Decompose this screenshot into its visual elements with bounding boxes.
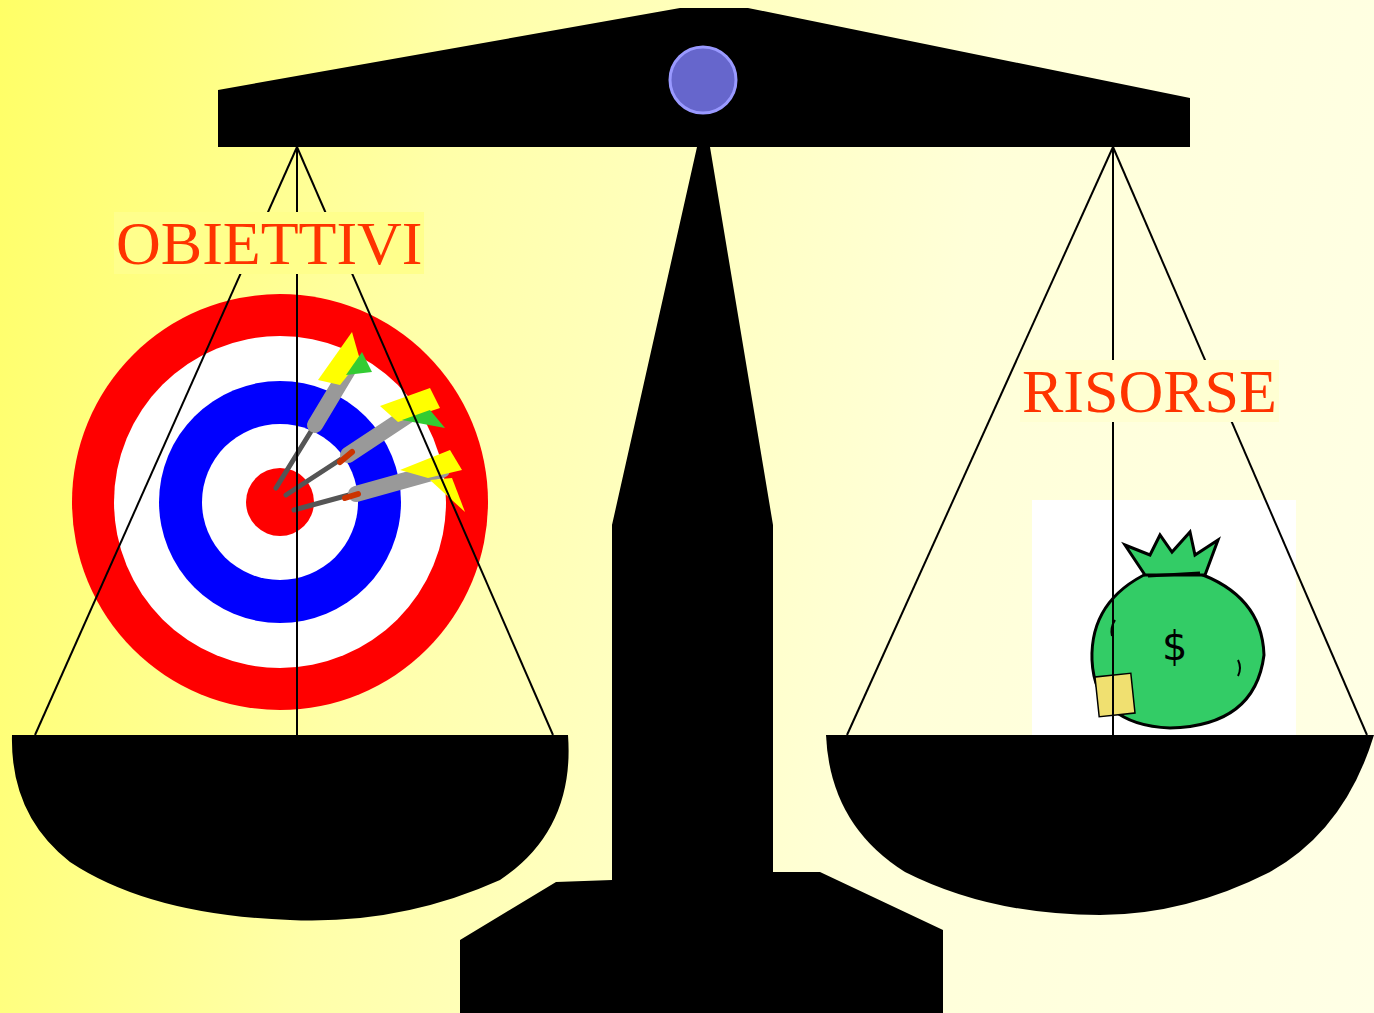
pan-title: OBIETTIVI xyxy=(114,212,424,274)
money-bag-icon xyxy=(1032,500,1296,735)
target-icon xyxy=(72,294,488,710)
pivot-knob xyxy=(670,47,736,113)
left-pan xyxy=(12,735,569,921)
scale-beam xyxy=(218,8,1190,147)
darts-icon xyxy=(276,332,465,512)
pan-strings xyxy=(35,147,1367,735)
right-pan xyxy=(826,735,1374,915)
scale-pillar xyxy=(460,147,943,1013)
pan-title: RISORSE xyxy=(1020,360,1279,422)
currency-symbol: $ xyxy=(1160,626,1189,666)
